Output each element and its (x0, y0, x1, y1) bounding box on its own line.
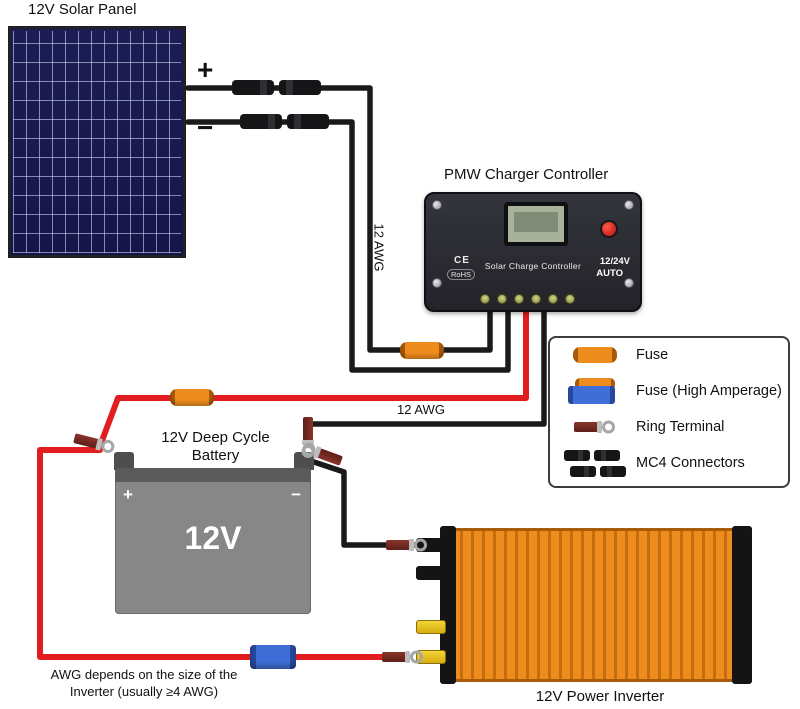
high-amperage-fuse-icon (568, 377, 622, 405)
inverter-end-cap (440, 526, 456, 684)
battery-negative-sign: − (291, 485, 301, 504)
awg-note: AWG depends on the size of the Inverter … (50, 667, 238, 699)
controller-terminal-block (480, 294, 575, 304)
controller-mode-text: AUTO (596, 268, 623, 279)
controller-lcd-screen (508, 206, 564, 242)
terminal-screw-icon (497, 294, 507, 304)
rohs-mark: RoHS (447, 269, 476, 280)
solar-panel-label: 12V Solar Panel (28, 1, 137, 18)
legend-label: Fuse (High Amperage) (636, 383, 782, 400)
screw-icon (432, 278, 442, 288)
mc4-connector-icon (232, 80, 274, 95)
wire-battery-inverter-negative (305, 457, 417, 548)
terminal-screw-icon (480, 294, 490, 304)
mc4-connectors-icon (564, 449, 626, 477)
terminal-screw-icon (565, 294, 575, 304)
controller-brand-text: Solar Charge Controller (484, 261, 582, 271)
ring-terminal-icon (303, 417, 313, 441)
controller-label: PMW Charger Controller (444, 166, 609, 183)
wire-gauge-label-vertical: 12 AWG (371, 223, 387, 272)
mc4-connector-icon (287, 114, 329, 129)
controller-rating-text: 12/24V (599, 256, 630, 267)
solar-panel (8, 26, 186, 258)
solar-panel-grid (13, 31, 181, 253)
legend-label: Ring Terminal (636, 419, 725, 436)
legend-box: Fuse Fuse (High Amperage) Ring Terminal (548, 336, 790, 488)
wire-gauge-label-horizontal: 12 AWG (397, 402, 445, 417)
ce-mark: CE (454, 255, 470, 266)
battery-positive-sign: + (123, 485, 133, 504)
fuse-icon (573, 347, 617, 363)
terminal-screw-icon (531, 294, 541, 304)
mc4-connector-pair-negative (240, 114, 329, 129)
controller-lcd (504, 202, 568, 246)
controller-button (600, 220, 618, 238)
terminal-screw-icon (548, 294, 558, 304)
battery-post-positive (114, 452, 134, 470)
fuse-icon (400, 342, 444, 359)
screw-icon (624, 278, 634, 288)
legend-label: MC4 Connectors (636, 455, 745, 472)
inverter-end-cap (732, 526, 752, 684)
legend-item-high-amperage-fuse: Fuse (High Amperage) (562, 377, 782, 405)
screw-icon (432, 200, 442, 210)
ring-terminal-icon (574, 422, 598, 433)
mc4-connector-pair-positive (232, 80, 321, 95)
wire-battery-inverter-positive (37, 447, 403, 660)
screw-icon (624, 200, 634, 210)
power-inverter (452, 528, 748, 682)
charge-controller: CE RoHS Solar Charge Controller 12/24V A… (424, 192, 642, 312)
panel-negative-sign: − (197, 112, 214, 143)
ring-terminal-icon (382, 652, 406, 662)
terminal-screw-icon (514, 294, 524, 304)
mc4-connector-icon (240, 114, 282, 129)
battery-voltage-text: 12V (184, 520, 242, 556)
legend-item-ring-terminal: Ring Terminal (562, 419, 778, 435)
inverter-dc-connector (416, 620, 446, 634)
wire-controller-battery-positive (97, 299, 529, 449)
inverter-dc-connector (416, 566, 446, 580)
fuse-icon (170, 389, 214, 406)
battery-top-strip (115, 468, 311, 482)
inverter-label: 12V Power Inverter (535, 688, 665, 705)
battery: + − 12V (115, 468, 311, 614)
mc4-connector-icon (279, 80, 321, 95)
legend-label: Fuse (636, 347, 669, 363)
ring-terminal-icon (386, 540, 410, 550)
legend-item-mc4-connectors: MC4 Connectors (562, 449, 778, 477)
legend-item-fuse: Fuse (562, 347, 778, 363)
battery-label: 12V Deep Cycle Battery (161, 429, 270, 464)
panel-positive-sign: + (197, 54, 214, 85)
high-amperage-fuse-icon (250, 645, 296, 669)
